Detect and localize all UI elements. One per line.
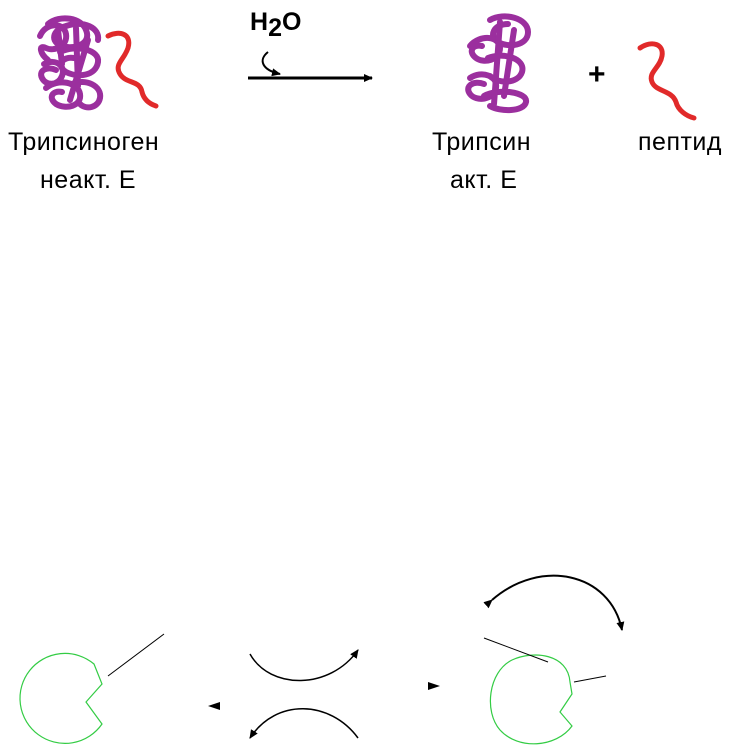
- enzyme-right-shape: [489, 654, 573, 745]
- enzyme-right-line-a: [483, 637, 549, 663]
- enzyme-right-line-b: [573, 675, 607, 683]
- trypsinogen-label: Трипсиноген: [8, 128, 160, 156]
- water-subscript: 2: [268, 14, 282, 42]
- small-arrow-left: [208, 702, 220, 710]
- water-curved-arrow: [261, 51, 281, 77]
- trypsinogen-state-label: неакт. E: [40, 166, 137, 194]
- curved-arrow-lower: [249, 708, 359, 739]
- enzyme-left-shape: [19, 652, 103, 744]
- trypsinogen-peptide-icon: [105, 30, 159, 109]
- small-arrow-right: [428, 682, 440, 690]
- free-peptide-icon: [637, 41, 697, 121]
- trypsin-state-label: акт. E: [450, 166, 518, 194]
- water-h: H: [250, 8, 269, 36]
- trypsinogen-protein-icon: [37, 15, 104, 111]
- curved-arrow-big: [483, 574, 625, 631]
- plus-sign: +: [588, 58, 606, 91]
- enzyme-left-line: [107, 633, 165, 677]
- water-formula: H2O: [250, 8, 301, 43]
- trypsin-label: Трипсин: [432, 128, 532, 156]
- curved-arrow-upper: [249, 649, 359, 682]
- trypsin-protein-icon: [465, 13, 531, 114]
- water-o: O: [281, 8, 302, 36]
- peptide-label: пептид: [638, 128, 722, 156]
